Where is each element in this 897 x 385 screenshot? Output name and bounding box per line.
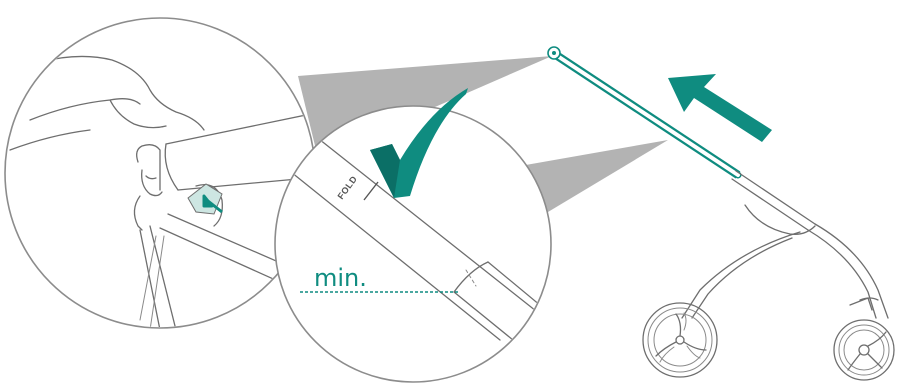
min-label: min. — [314, 264, 367, 292]
front-wheel — [643, 303, 717, 377]
rear-wheel — [834, 320, 894, 380]
stroller-frame — [548, 47, 888, 318]
arrow-up-left-icon — [668, 74, 772, 142]
